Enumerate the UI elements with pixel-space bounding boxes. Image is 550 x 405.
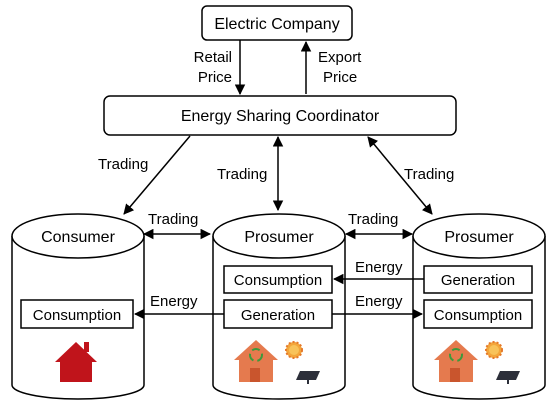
solar-panel-icon: [496, 371, 520, 384]
trading-label-consumer-prosumer: Trading: [148, 211, 198, 228]
prosumer-right-consumption-box: [423, 299, 533, 329]
sun-icon: [485, 341, 503, 359]
prosumer-mid-title: Prosumer: [244, 229, 314, 246]
retail-price-label-1: Retail: [194, 49, 232, 66]
trading-arrow-consumer: [123, 135, 191, 215]
house-icon: [55, 342, 97, 382]
export-price-label-2: Price: [323, 69, 357, 86]
trading-label-right: Trading: [404, 166, 454, 183]
energy-label-upper: Energy: [355, 259, 403, 276]
trading-label-left: Trading: [98, 156, 148, 173]
recycle-icon: [249, 348, 263, 362]
consumer-title: Consumer: [41, 229, 115, 246]
prosumer-right-title: Prosumer: [444, 229, 514, 246]
export-price-label-1: Export: [318, 49, 362, 66]
sun-icon: [285, 341, 303, 359]
trading-arrow-prosumer-right: [367, 136, 433, 215]
energy-label-lower: Energy: [355, 293, 403, 310]
coordinator-box: [103, 95, 457, 136]
prosumer-mid-generation-box: [223, 299, 333, 329]
electric-company-box: [201, 5, 353, 41]
prosumer-right-generation-box: [423, 265, 533, 294]
prosumer-right-generation-label: Generation: [441, 272, 515, 289]
recycle-icon: [449, 348, 463, 362]
prosumer-mid-consumption-label: Consumption: [234, 272, 322, 289]
trading-label-center: Trading: [217, 166, 267, 183]
trading-label-prosumer-prosumer: Trading: [348, 211, 398, 228]
solar-panel-icon: [296, 371, 320, 384]
retail-price-label-2: Price: [198, 69, 232, 86]
electric-company-label: Electric Company: [214, 16, 339, 33]
prosumer-mid-consumption-box: [223, 265, 333, 294]
coordinator-label: Energy Sharing Coordinator: [181, 108, 380, 125]
consumer-consumption-label: Consumption: [33, 307, 121, 324]
energy-label-left: Energy: [150, 293, 198, 310]
prosumer-right-consumption-label: Consumption: [434, 307, 522, 324]
consumer-consumption-box: [20, 299, 134, 329]
prosumer-mid-generation-label: Generation: [241, 307, 315, 324]
